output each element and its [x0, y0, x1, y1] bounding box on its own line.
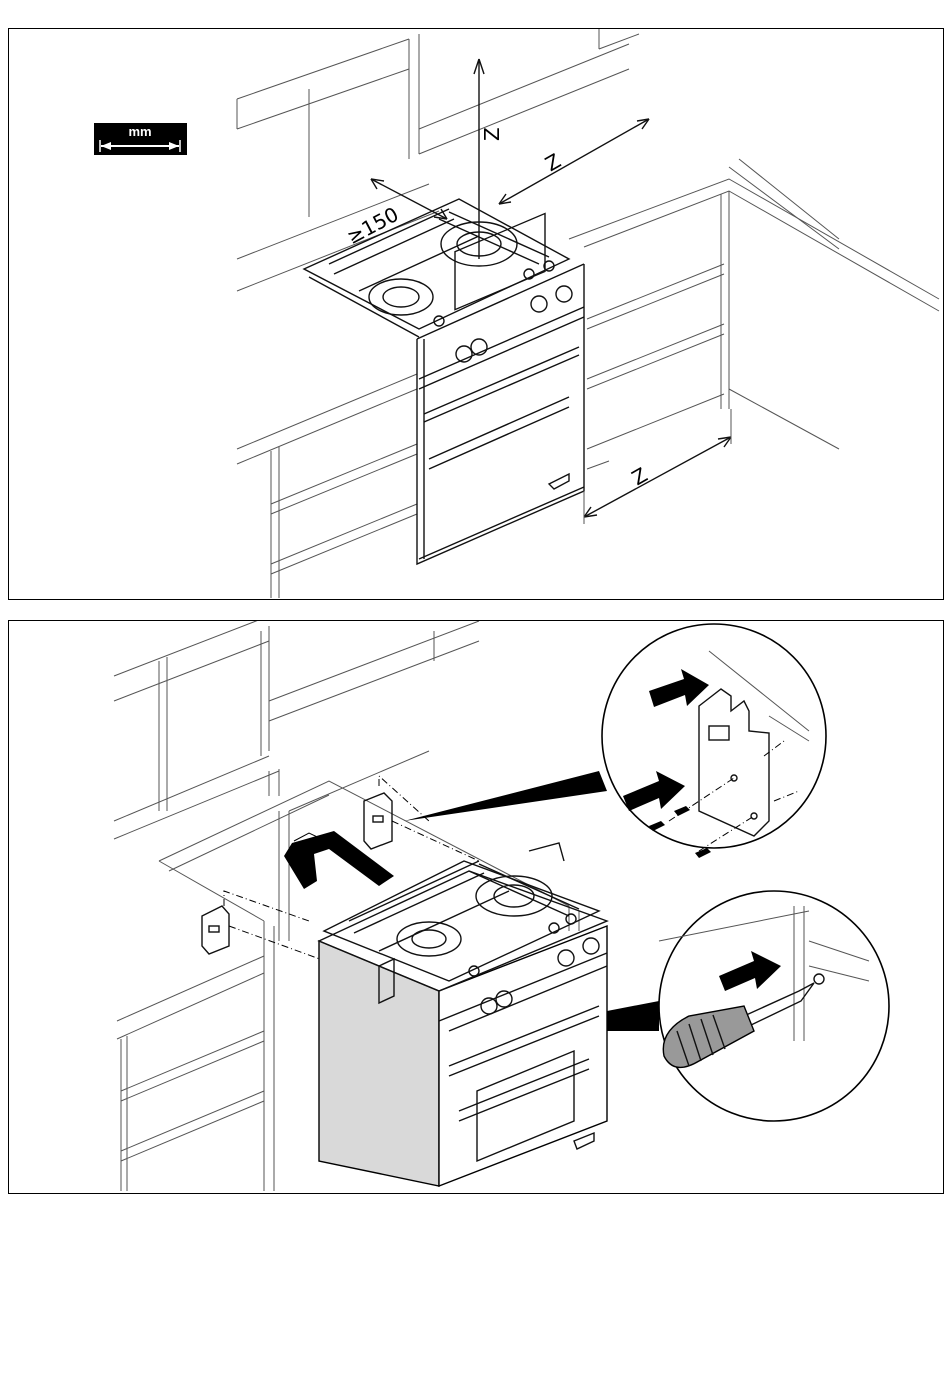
- hob: [304, 199, 572, 362]
- figure-panel-mounting: [8, 620, 944, 1194]
- mounting-illustration: [9, 621, 942, 1192]
- detail-bracket-screws: [602, 624, 826, 858]
- wall-cabinets: [114, 621, 479, 839]
- label-width-clearance: Z: [541, 149, 565, 177]
- detail-drilling: [659, 891, 889, 1121]
- base-cabinets-left: [237, 374, 417, 598]
- unit-badge-text: mm: [128, 124, 151, 139]
- insertion-arrow: [284, 831, 394, 889]
- figure-panel-clearances: Z Z Z ≥150 mm: [8, 28, 944, 600]
- stove-body: [319, 871, 607, 1186]
- unit-badge: mm: [94, 123, 187, 155]
- bracket-left: [202, 906, 229, 954]
- base-cabinets-right: [569, 179, 939, 469]
- label-height-clearance: Z: [480, 127, 504, 141]
- label-side-clearance: ≥150: [343, 202, 403, 249]
- dimension-lines: [371, 59, 731, 524]
- label-front-clearance: Z: [628, 463, 652, 491]
- clearance-illustration: Z Z Z ≥150 mm: [9, 29, 942, 598]
- stove-body: [417, 213, 584, 564]
